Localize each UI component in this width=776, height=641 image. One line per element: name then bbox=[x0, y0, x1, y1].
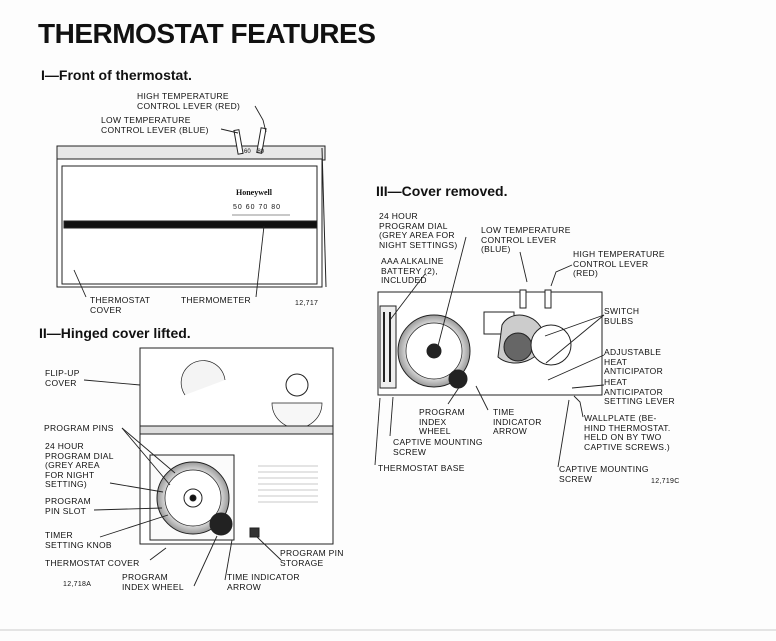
page-title: THERMOSTAT FEATURES bbox=[38, 18, 376, 49]
label-program-pins: PROGRAM PINS bbox=[44, 423, 114, 433]
section-front-heading: I—Front of thermostat. bbox=[41, 67, 192, 83]
label-thermostat-cover-2: THERMOSTAT COVER bbox=[45, 558, 140, 568]
label-time-indicator-arrow-base: TIME INDICATOR ARROW bbox=[493, 407, 542, 437]
label-battery: AAA ALKALINE BATTERY (2), INCLUDED bbox=[381, 256, 444, 286]
label-thermostat-cover: THERMOSTAT COVER bbox=[90, 295, 151, 315]
base-thermostat-drawing bbox=[377, 289, 603, 396]
label-wallplate: WALLPLATE (BE- HIND THERMOSTAT. HELD ON … bbox=[584, 413, 671, 452]
label-time-indicator-arrow: TIME INDICATOR ARROW bbox=[227, 572, 300, 592]
temperature-scale: 50 60 70 80 bbox=[233, 204, 281, 211]
label-low-temperature-lever-base: LOW TEMPERATURE CONTROL LEVER (BLUE) bbox=[481, 225, 571, 255]
label-adjustable-heat-anticipator: ADJUSTABLE HEAT ANTICIPATOR bbox=[604, 347, 664, 377]
brand-label: Honeywell bbox=[236, 188, 272, 197]
label-program-index-wheel: PROGRAM INDEX WHEEL bbox=[122, 572, 184, 592]
figure-code-hinged: 12,718A bbox=[63, 581, 92, 588]
label-thermometer: THERMOMETER bbox=[181, 295, 251, 305]
label-flip-up-cover: FLIP-UP COVER bbox=[45, 368, 80, 388]
section-hinged-heading: II—Hinged cover lifted. bbox=[39, 325, 191, 341]
hinged-thermostat-drawing bbox=[139, 347, 334, 545]
label-timer-setting-knob: TIMER SETTING KNOB bbox=[45, 530, 112, 550]
section-removed-heading: III—Cover removed. bbox=[376, 183, 508, 199]
label-program-dial-base: 24 HOUR PROGRAM DIAL (GREY AREA FOR NIGH… bbox=[379, 211, 458, 250]
label-program-index-wheel-base: PROGRAM INDEX WHEEL bbox=[419, 407, 466, 437]
low-lever-tab bbox=[233, 129, 244, 155]
high-lever-tab bbox=[256, 127, 267, 154]
label-low-temperature-lever: LOW TEMPERATURE CONTROL LEVER (BLUE) bbox=[101, 115, 209, 135]
label-program-pin-storage: PROGRAM PIN STORAGE bbox=[280, 548, 344, 568]
label-captive-mounting-screw-2: CAPTIVE MOUNTING SCREW bbox=[559, 464, 649, 484]
figure-code-front: 12,717 bbox=[295, 300, 319, 307]
label-captive-mounting-screw: CAPTIVE MOUNTING SCREW bbox=[393, 437, 483, 457]
label-high-temperature-lever-base: HIGH TEMPERATURE CONTROL LEVER (RED) bbox=[573, 249, 665, 279]
label-thermostat-base: THERMOSTAT BASE bbox=[378, 463, 465, 473]
lever-marks: 60 80 bbox=[244, 149, 265, 155]
front-thermostat-drawing bbox=[56, 127, 327, 288]
label-switch-bulbs: SWITCH BULBS bbox=[604, 306, 640, 326]
figure-code-removed: 12,719C bbox=[651, 478, 680, 485]
label-high-temperature-lever: HIGH TEMPERATURE CONTROL LEVER (RED) bbox=[137, 91, 241, 111]
label-heat-anticipator-lever: HEAT ANTICIPATOR SETTING LEVER bbox=[604, 377, 675, 407]
label-program-pin-slot: PROGRAM PIN SLOT bbox=[45, 496, 92, 516]
label-program-dial: 24 HOUR PROGRAM DIAL (GREY AREA FOR NIGH… bbox=[45, 441, 114, 490]
